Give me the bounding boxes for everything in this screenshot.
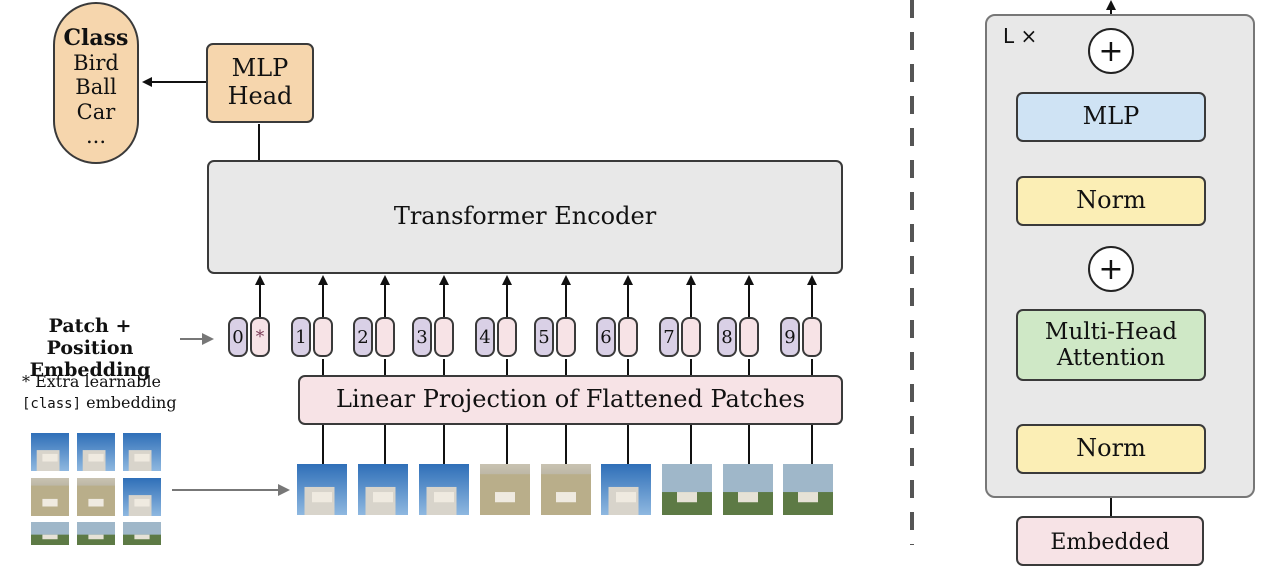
token-index-6: 6: [596, 317, 616, 357]
extra-learnable-note: * Extra learnable [class] embedding: [22, 372, 177, 414]
mha-line1: Multi-Head: [1044, 318, 1178, 345]
image-patch-6: [601, 464, 651, 515]
patch-grid: [31, 433, 161, 545]
image-patch-9: [783, 464, 833, 515]
token-index-3: 3: [412, 317, 432, 357]
encoder-label: Transformer Encoder: [393, 202, 657, 231]
class-title: Class: [63, 25, 129, 51]
class-item: Car: [76, 99, 116, 124]
class-item: ...: [85, 123, 107, 148]
token-index-8: 8: [717, 317, 737, 357]
grid-patch-9: [123, 522, 161, 545]
token-index-0: 0: [228, 317, 248, 357]
projection-lines: [322, 359, 813, 464]
grid-patch-3: [123, 433, 161, 471]
token-index-9: 9: [780, 317, 800, 357]
token-embedding-4: [497, 317, 517, 357]
mlp-label: MLP: [1082, 102, 1140, 131]
class-item: Ball: [75, 75, 117, 100]
token-index-7: 7: [659, 317, 679, 357]
residual-add-bottom: +: [1088, 246, 1134, 292]
image-patch-2: [358, 464, 408, 515]
grid-patch-8: [77, 522, 115, 545]
token-embedding-3: [434, 317, 454, 357]
embedded-patches-block: Embedded: [1016, 516, 1204, 566]
class-item: Bird: [73, 51, 119, 76]
image-patch-8: [723, 464, 773, 515]
class-output-box: Class Bird Ball Car ...: [53, 2, 139, 164]
grid-patch-7: [31, 522, 69, 545]
token-index-5: 5: [534, 317, 554, 357]
grid-patch-4: [31, 478, 69, 516]
mlp-head-box: MLP Head: [206, 43, 314, 123]
extra-rest: embedding: [81, 392, 177, 412]
pe-line2: Embedding: [29, 358, 151, 381]
grid-patch-2: [77, 433, 115, 471]
image-patch-1: [297, 464, 347, 515]
token-embedding-6: [618, 317, 638, 357]
token-embedding-0: *: [250, 317, 270, 357]
image-patch-4: [480, 464, 530, 515]
grid-patch-6: [123, 478, 161, 516]
residual-add-top: +: [1088, 28, 1134, 74]
linear-projection-label: Linear Projection of Flattened Patches: [336, 385, 805, 414]
token-embedding-2: [375, 317, 395, 357]
mha-line2: Attention: [1056, 345, 1166, 371]
grid-patch-1: [31, 433, 69, 471]
norm-top-label: Norm: [1076, 186, 1146, 215]
repeat-label: L ×: [1003, 24, 1038, 48]
grid-patch-5: [77, 478, 115, 516]
mlp-head-line1: MLP: [231, 54, 289, 83]
image-patch-3: [419, 464, 469, 515]
token-index-2: 2: [353, 317, 373, 357]
norm-block-top: Norm: [1016, 176, 1206, 226]
patch-position-label: Patch + Position Embedding: [10, 315, 170, 382]
embedded-label: Embedded: [1050, 530, 1170, 555]
extra-line1: * Extra learnable: [22, 372, 161, 391]
image-patch-7: [662, 464, 712, 515]
token-index-1: 1: [291, 317, 311, 357]
patch-row: [297, 464, 833, 515]
linear-projection-box: Linear Projection of Flattened Patches: [298, 375, 843, 425]
diagram-connectors: [31, 0, 1223, 545]
mlp-block: MLP: [1016, 92, 1206, 142]
token-embedding-7: [681, 317, 701, 357]
norm-bottom-label: Norm: [1076, 434, 1146, 463]
pe-line1: Patch + Position: [46, 315, 134, 359]
token-embedding-8: [739, 317, 759, 357]
norm-block-bottom: Norm: [1016, 424, 1206, 474]
token-index-4: 4: [475, 317, 495, 357]
extra-code: [class]: [22, 395, 82, 412]
token-embedding-1: [313, 317, 333, 357]
image-patch-5: [541, 464, 591, 515]
mlp-head-line2: Head: [227, 82, 293, 110]
transformer-encoder-box: Transformer Encoder: [207, 160, 843, 274]
token-embedding-9: [802, 317, 822, 357]
token-arrows: [255, 275, 817, 317]
multi-head-attention-block: Multi-Head Attention: [1016, 309, 1206, 381]
token-embedding-5: [556, 317, 576, 357]
